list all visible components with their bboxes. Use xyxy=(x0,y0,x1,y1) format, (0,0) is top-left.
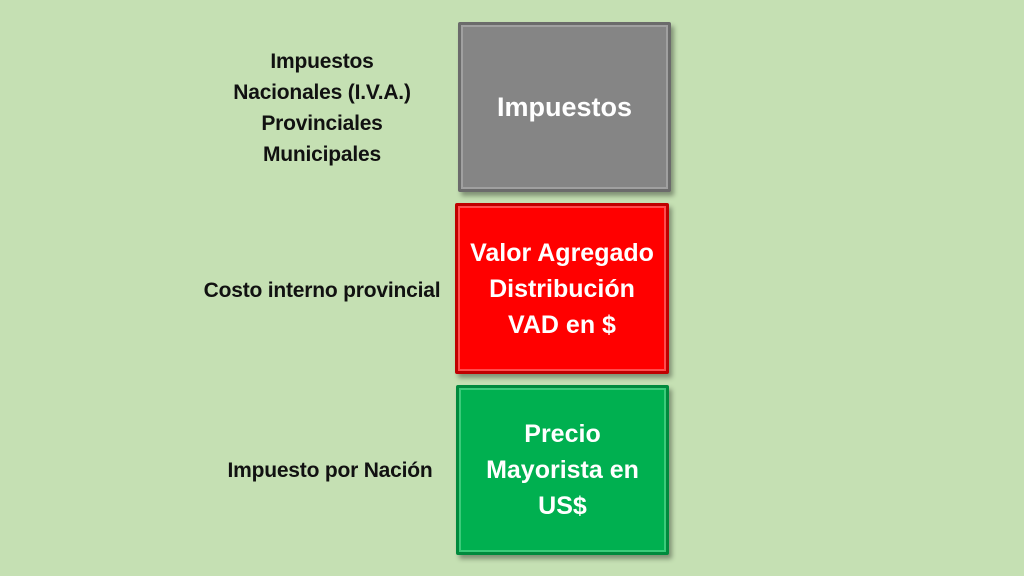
internal-cost-label: Costo interno provincial xyxy=(203,279,441,302)
added-value-line-1: Valor Agregado xyxy=(470,238,654,267)
national-tax-label: Impuesto por Nación xyxy=(227,459,433,482)
wholesale-price-box: Precio Mayorista en US$ xyxy=(456,385,669,555)
wholesale-price-line-2: Mayorista en xyxy=(486,456,639,484)
wholesale-price-line-1: Precio xyxy=(524,420,601,448)
taxes-box: Impuestos xyxy=(458,22,671,192)
taxes-breakdown-label: Impuestos Nacionales (I.V.A.) Provincial… xyxy=(200,46,444,170)
added-value-line-2: Distribución xyxy=(489,274,635,303)
taxes-line-4: Municipales xyxy=(263,143,381,166)
taxes-box-text: Impuestos xyxy=(496,91,633,122)
taxes-line-1: Impuestos xyxy=(270,50,374,73)
taxes-line-3: Provinciales xyxy=(261,112,383,135)
added-value-box: Valor Agregado Distribución VAD en $ xyxy=(455,203,669,374)
wholesale-price-line-3: US$ xyxy=(538,492,587,520)
added-value-line-3: VAD en $ xyxy=(508,310,616,339)
taxes-line-2: Nacionales (I.V.A.) xyxy=(233,81,411,104)
